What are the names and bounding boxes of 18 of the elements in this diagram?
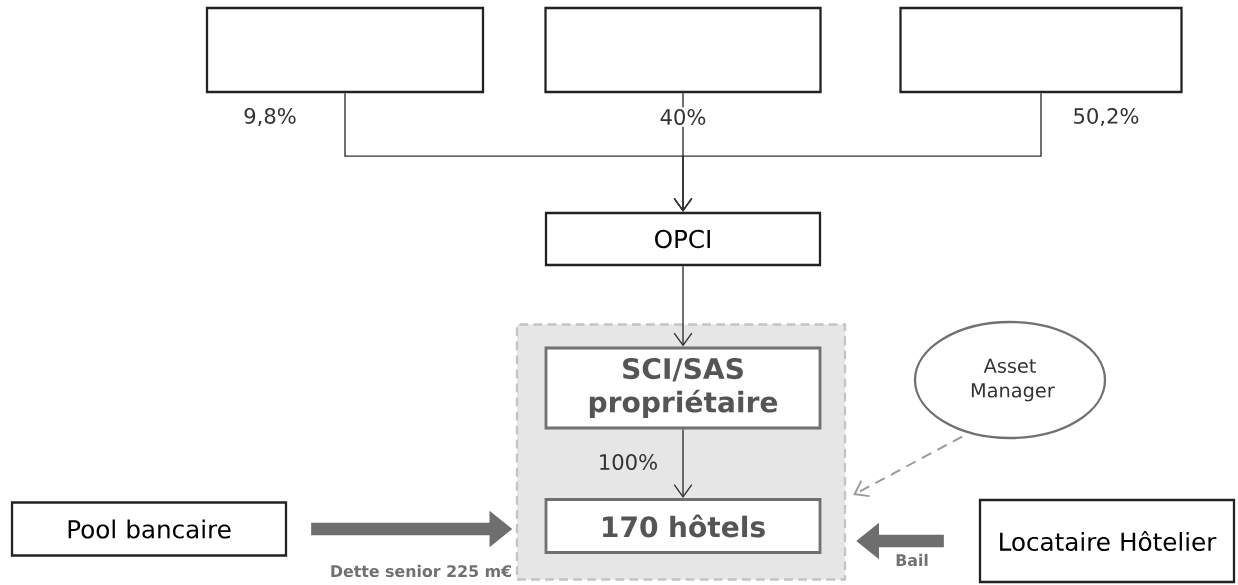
arrow — [673, 428, 693, 499]
arrow — [853, 435, 964, 498]
edge-label: 100% — [596, 452, 660, 472]
edge-label: Dette senior 225 m€ — [328, 563, 514, 579]
arrow — [673, 265, 693, 347]
entity-box: SCI/SAS propriétaire — [544, 346, 822, 430]
edge-label: Bail — [893, 552, 931, 568]
empty-box — [899, 6, 1183, 94]
arrow — [673, 92, 1042, 212]
edge-label: 50,2% — [1070, 106, 1142, 128]
entity-box: Locataire Hôtelier — [978, 498, 1236, 584]
entity-box: 170 hôtels — [544, 498, 822, 554]
edge-label: 9,8% — [241, 106, 299, 128]
empty-box — [205, 6, 485, 94]
entity-box: Pool bancaire — [10, 501, 288, 557]
entity-box: OPCI — [544, 211, 822, 267]
empty-box — [544, 6, 822, 94]
edge-label: 40% — [657, 107, 709, 127]
